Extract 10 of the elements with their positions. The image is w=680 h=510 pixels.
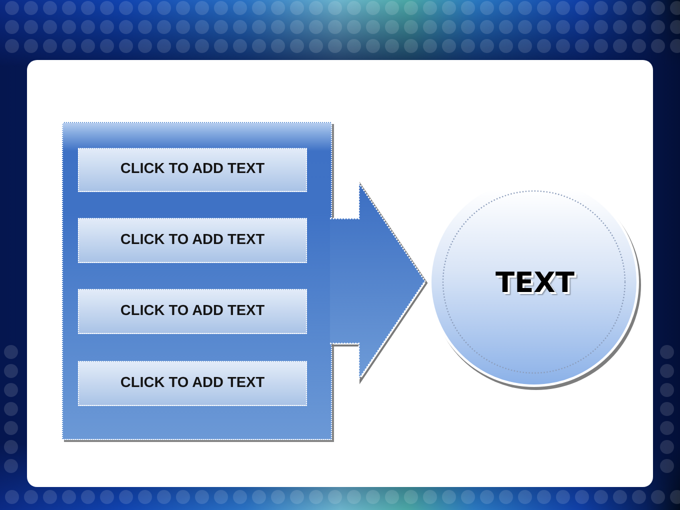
- box-label: CLICK TO ADD TEXT: [120, 376, 265, 392]
- circle-label: TEXT: [496, 269, 574, 297]
- box-label: CLICK TO ADD TEXT: [120, 232, 265, 248]
- box-label: CLICK TO ADD TEXT: [120, 162, 265, 178]
- panel: [62, 122, 332, 440]
- box-label: CLICK TO ADD TEXT: [120, 304, 265, 320]
- process-box: [78, 148, 307, 192]
- process-box: [78, 218, 307, 263]
- process-box: [78, 289, 307, 334]
- process-box: [78, 361, 307, 406]
